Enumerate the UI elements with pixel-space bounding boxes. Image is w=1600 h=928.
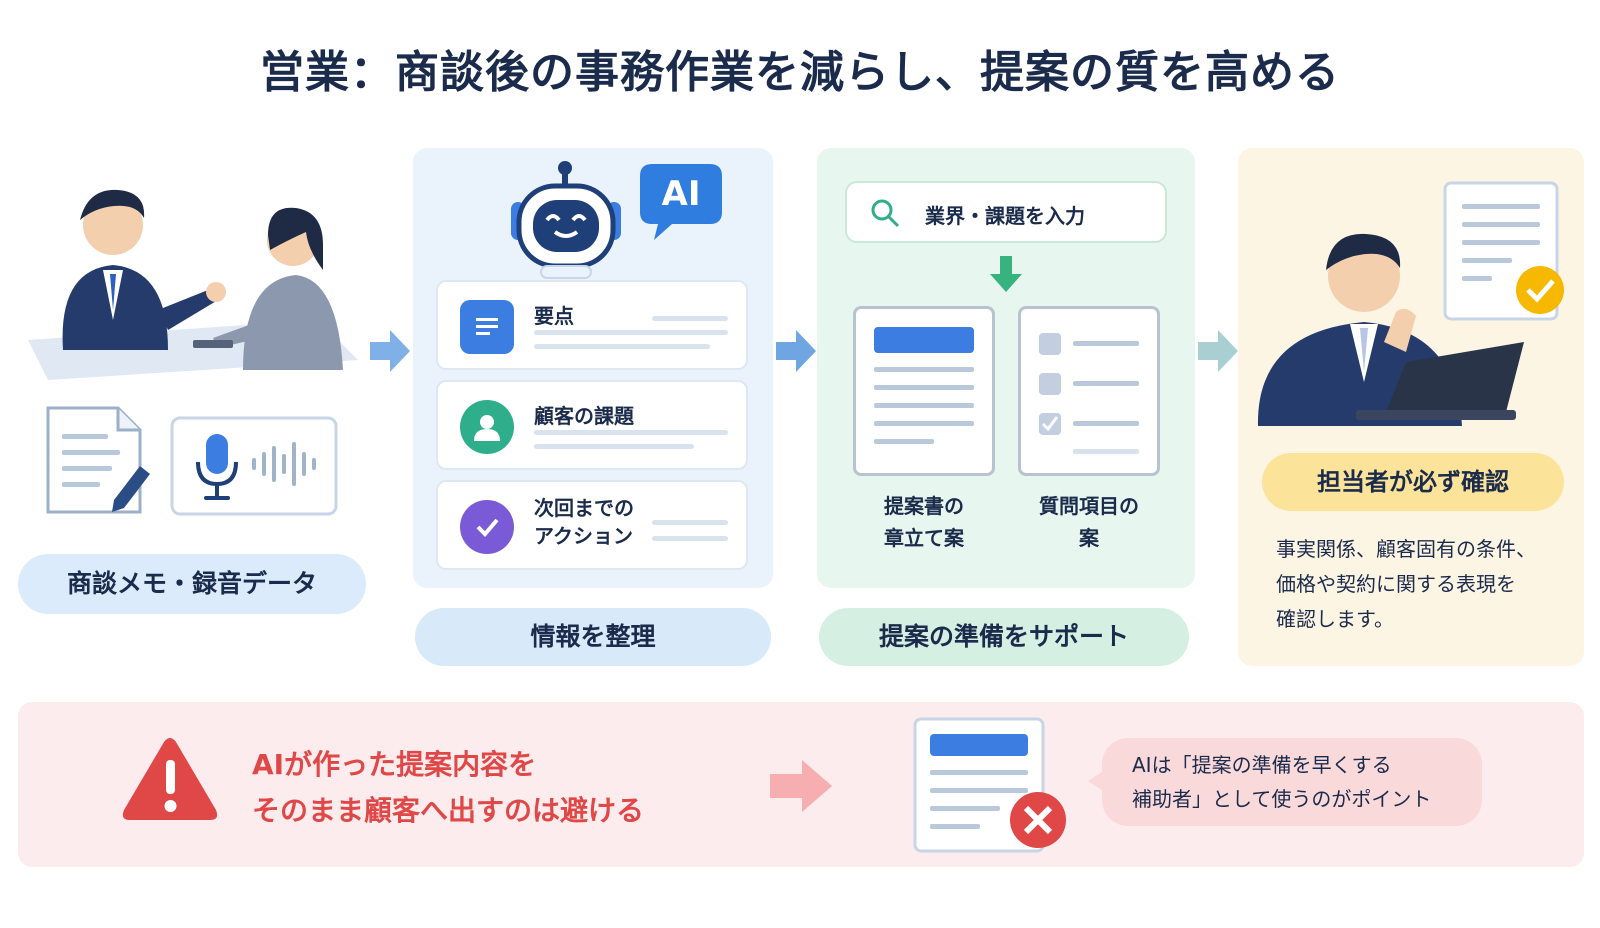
card-label-issue: 顧客の課題 (534, 404, 634, 428)
card-line (652, 316, 728, 321)
memo-document-icon (44, 404, 152, 516)
doc-caption-questions: 質問項目の 案 (1039, 494, 1139, 550)
card-line (652, 520, 728, 525)
checkmark-icon (460, 500, 514, 554)
point-text: AIは「提案の準備を早くする 補助者」として使うのがポイント (1132, 753, 1432, 811)
point-bubble: AIは「提案の準備を早くする 補助者」として使うのがポイント (1088, 738, 1482, 826)
card-line (534, 444, 694, 449)
warning-text: AIが作った提案内容を そのまま顧客へ出すのは避ける (252, 748, 645, 827)
review-description: 事実関係、顧客固有の条件、 価格や契約に関する表現を 確認します。 (1276, 537, 1536, 631)
doc-caption-outline: 提案書の 章立て案 (884, 494, 964, 550)
card-line (534, 330, 728, 335)
card-line (534, 430, 728, 435)
person-icon (460, 400, 514, 454)
organize-card-summary: 要点 (436, 280, 748, 370)
organize-card-issue: 顧客の課題 (436, 380, 748, 470)
page-title: 営業：商談後の事務作業を減らし、提案の質を高める (260, 47, 1340, 98)
document-icon (460, 300, 514, 354)
voice-recording-icon (170, 416, 340, 516)
flow-arrow-2-icon (776, 328, 816, 374)
card-label-summary: 要点 (534, 304, 574, 328)
proposal-outline-doc (853, 306, 995, 476)
card-line (652, 536, 728, 541)
search-input[interactable]: 業界・課題を入力 (845, 181, 1167, 243)
meeting-illustration (18, 170, 368, 390)
approved-document-icon (1442, 180, 1572, 326)
flow-arrow-4-icon (770, 758, 834, 814)
card-label-action: 次回までの アクション (534, 496, 634, 548)
search-text: 業界・課題を入力 (925, 204, 1085, 228)
step-organize-label: 情報を整理 (415, 608, 771, 666)
question-items-doc (1018, 306, 1160, 476)
robot-icon (503, 160, 629, 280)
flow-arrow-3-icon (1198, 328, 1238, 374)
arrow-down-icon (988, 256, 1024, 294)
step-review-label: 担当者が必ず確認 (1262, 453, 1564, 511)
rejected-document-icon (912, 716, 1072, 856)
warning-triangle-icon (122, 736, 218, 822)
ai-badge-text: AI (661, 174, 701, 214)
ai-bubble: AI (638, 162, 724, 244)
search-icon (869, 197, 901, 229)
step-input-label: 商談メモ・録音データ (18, 554, 366, 614)
reviewer-illustration (1256, 212, 1526, 426)
card-line (534, 344, 710, 349)
step-proposal-label: 提案の準備をサポート (819, 608, 1189, 666)
organize-card-action: 次回までの アクション (436, 480, 748, 570)
flow-arrow-1-icon (370, 328, 410, 374)
